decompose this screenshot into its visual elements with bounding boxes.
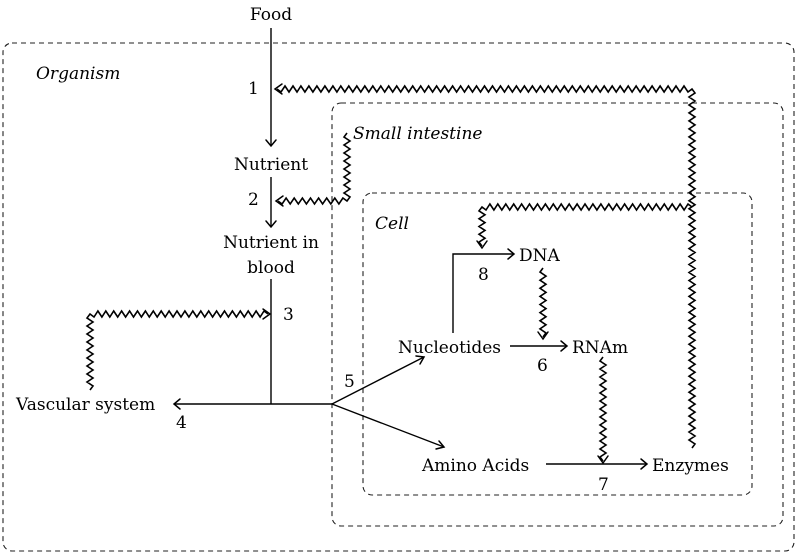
small-intestine-label: Small intestine	[353, 124, 482, 144]
step-4-label: 4	[176, 413, 187, 433]
wavy-arrow-enzymes-to-step-1	[273, 83, 697, 449]
wavy-arrow-enzymes-to-step-8	[476, 202, 693, 250]
nutrient-in-blood-node-line1: Nutrient in	[223, 233, 319, 253]
organism-label: Organism	[36, 64, 120, 84]
enzymes-node: Enzymes	[652, 456, 729, 476]
dna-node: DNA	[519, 246, 561, 266]
arrow-nucleotides-to-rnam	[510, 340, 569, 352]
step-7-label: 7	[598, 475, 609, 495]
arrow-food-to-nutrient	[265, 28, 277, 148]
arrow-to-nucleotides	[331, 355, 426, 405]
arrow-blood-distribution	[172, 279, 332, 410]
arrow-amino-acids-to-enzymes	[546, 458, 649, 470]
wavy-arrow-dna-to-rnam	[537, 267, 549, 341]
arrow-nutrient-to-blood	[265, 177, 277, 229]
organism-region	[2, 42, 795, 552]
nutrient-in-blood-node-line2: blood	[247, 258, 295, 278]
step-5-label: 5	[344, 372, 355, 392]
arrow-to-amino-acids	[331, 403, 446, 450]
food-node: Food	[250, 5, 292, 25]
wavy-arrow-rnam-to-enzymes	[597, 356, 609, 465]
step-2-label: 2	[248, 190, 259, 210]
wavy-arrow-vascular-to-step-3	[85, 308, 272, 391]
amino-acids-node: Amino Acids	[421, 456, 529, 476]
small-intestine-region	[331, 102, 784, 527]
step-6-label: 6	[537, 356, 548, 376]
vascular-system-node: Vascular system	[15, 395, 155, 415]
arrow-nucleotides-to-dna	[452, 248, 516, 333]
step-8-label: 8	[478, 265, 489, 285]
step-3-label: 3	[283, 305, 294, 325]
wavy-arrow-intestine-to-step-2	[274, 132, 352, 207]
nucleotides-node: Nucleotides	[398, 338, 501, 358]
rnam-node: RNAm	[572, 338, 628, 358]
nutrient-node: Nutrient	[234, 155, 308, 175]
step-1-label: 1	[248, 79, 259, 99]
cell-region	[362, 192, 753, 496]
cell-label: Cell	[375, 214, 409, 234]
